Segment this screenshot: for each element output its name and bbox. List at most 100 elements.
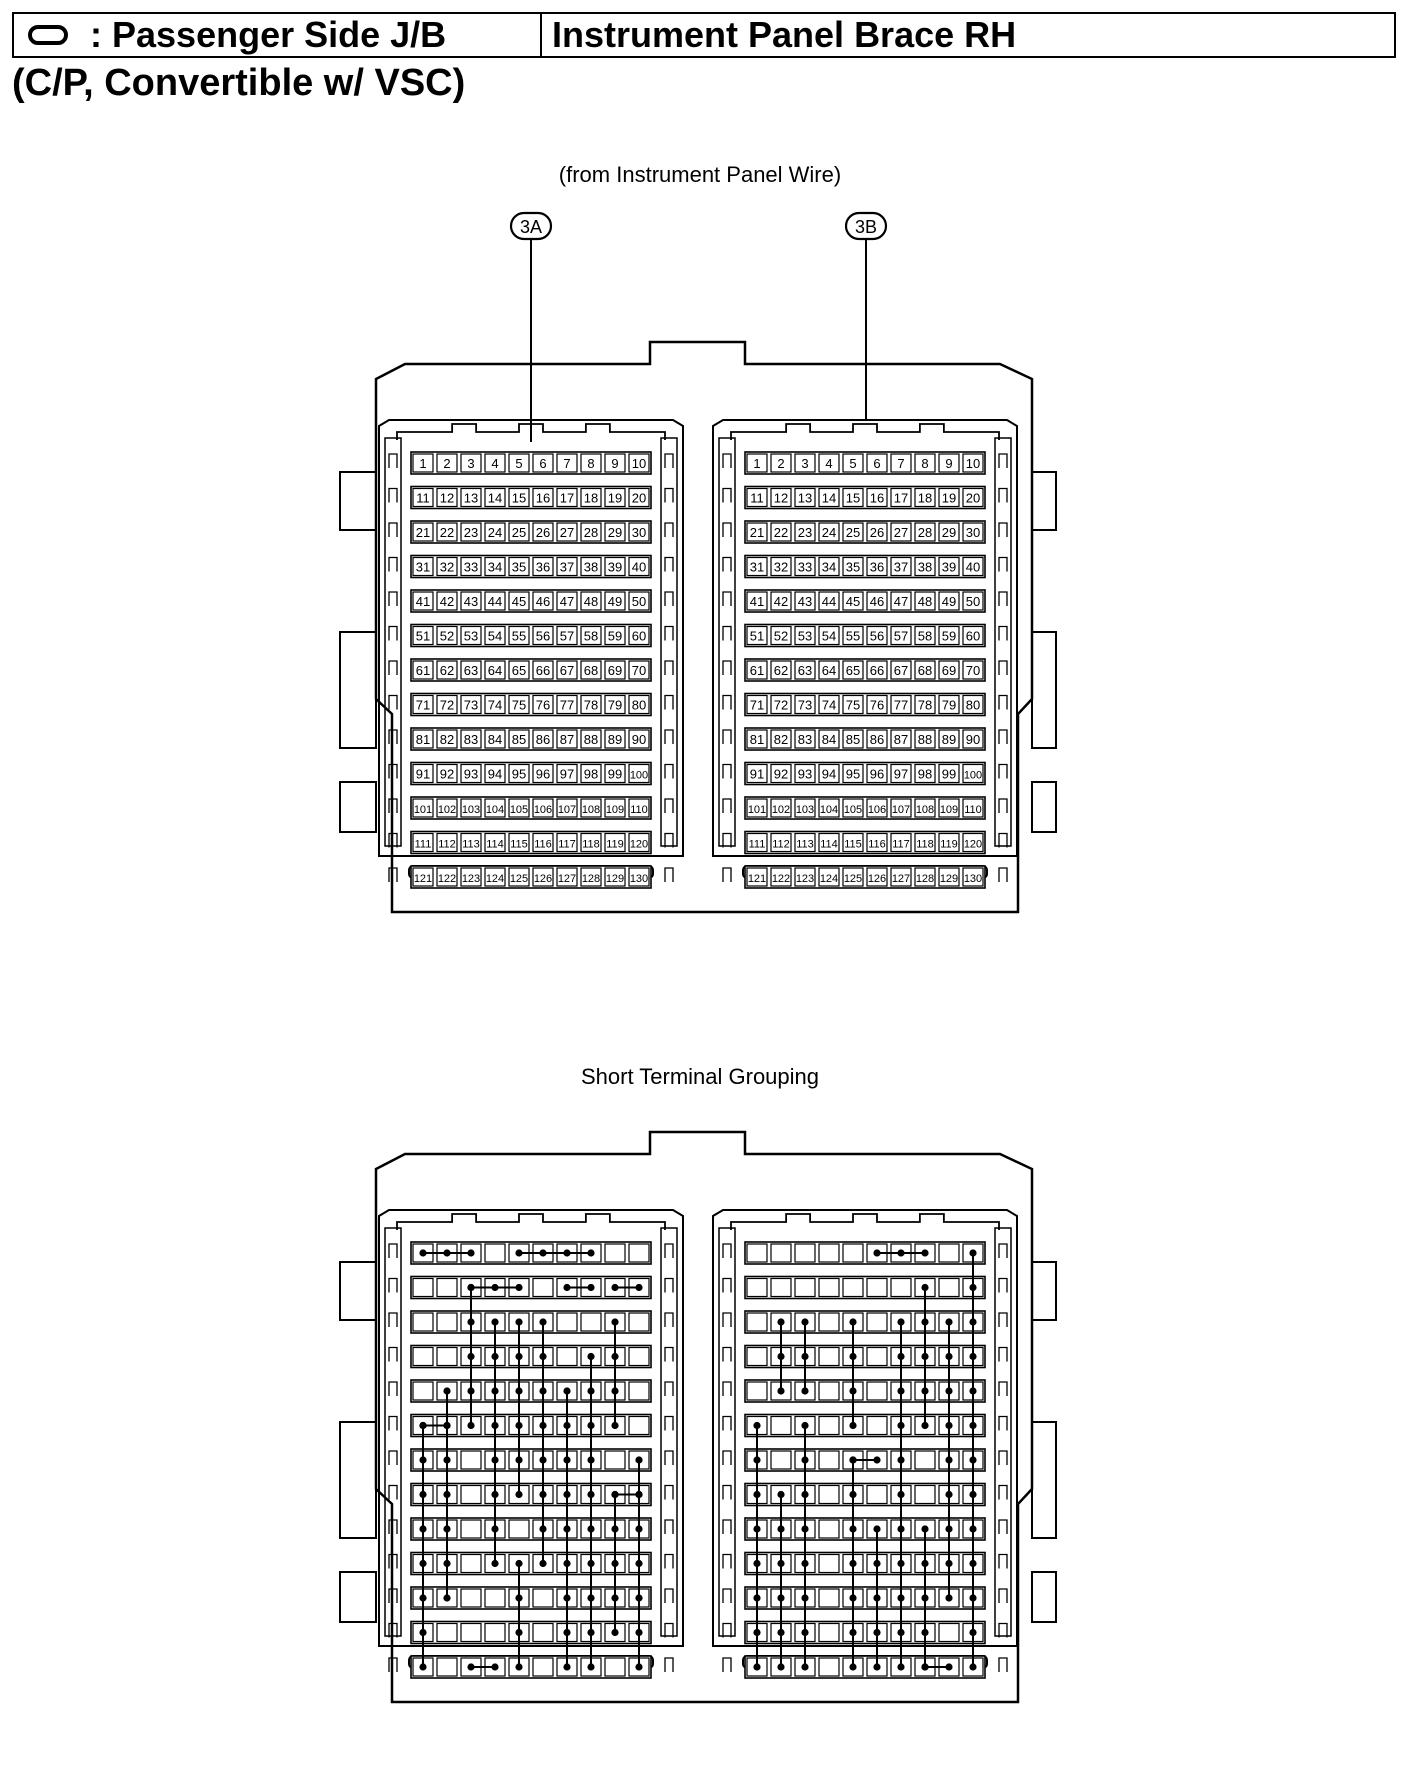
terminal-number: 41 (416, 594, 430, 609)
terminal-number: 90 (966, 732, 980, 747)
short-terminal-dot (491, 1490, 499, 1499)
bottom-guide-hook (664, 1519, 674, 1534)
terminal-cell (842, 694, 864, 715)
terminal-cell (532, 867, 554, 887)
terminal-cell (532, 453, 554, 473)
terminal-number: 90 (632, 732, 646, 747)
short-terminal-dot (443, 1387, 451, 1395)
top-guide-hook (388, 556, 398, 572)
terminal-cell (818, 1484, 840, 1505)
terminal-cell (412, 522, 434, 542)
terminal-cell (794, 1277, 816, 1298)
terminal-cell (794, 453, 816, 473)
short-terminal-dot (419, 1559, 427, 1568)
terminal-cell (818, 1312, 840, 1332)
short-terminal-dot (777, 1663, 785, 1671)
terminal-cell (412, 1277, 434, 1298)
top-guide-hook (998, 556, 1008, 572)
terminal-cell (460, 729, 482, 749)
terminal-cell (866, 1312, 888, 1332)
bottom-guide-hook (388, 1484, 398, 1500)
bottom-guide-hook (998, 1312, 1008, 1327)
terminal-cell (842, 556, 864, 577)
terminal-number: 32 (440, 560, 454, 575)
terminal-cell (412, 1346, 434, 1367)
terminal-cell (794, 660, 816, 680)
terminal-number: 23 (798, 525, 812, 540)
terminal-number: 48 (918, 594, 932, 609)
terminal-number: 108 (916, 804, 934, 816)
terminal-number: 46 (870, 594, 884, 609)
terminal-cell (436, 625, 458, 646)
bottom-guide-hook (664, 1243, 674, 1258)
bottom-guide-hook (998, 1277, 1008, 1293)
terminal-number: 53 (464, 629, 478, 644)
short-terminal-dot (873, 1663, 881, 1671)
short-terminal-dot (969, 1628, 977, 1637)
terminal-cell (484, 694, 506, 715)
terminal-cell (890, 729, 912, 749)
short-terminal-dot (419, 1525, 427, 1533)
bottom-latch-left-2 (339, 1571, 377, 1623)
terminal-number: 54 (822, 629, 836, 644)
short-terminal-dot (897, 1559, 905, 1568)
terminal-cell (962, 729, 984, 749)
terminal-cell (508, 867, 530, 887)
terminal-number: 53 (798, 629, 812, 644)
terminal-cell (794, 867, 816, 887)
terminal-cell (580, 522, 602, 542)
terminal-number: 51 (750, 629, 764, 644)
terminal-number: 130 (964, 873, 982, 885)
terminal-cell (962, 694, 984, 715)
bottom-guide-hook (664, 1484, 674, 1500)
terminal-cell (556, 625, 578, 646)
top-terminal-row (744, 554, 986, 579)
top-guide-hook (388, 832, 398, 848)
short-terminal-dot (897, 1663, 905, 1671)
bottom-guide-hook (388, 1588, 398, 1603)
terminal-cell (412, 729, 434, 749)
terminal-cell (914, 556, 936, 577)
short-terminal-dot (419, 1663, 427, 1671)
terminal-cell (580, 660, 602, 680)
terminal-cell (818, 1553, 840, 1574)
short-terminal-dot (801, 1663, 809, 1671)
terminal-number: 124 (486, 873, 504, 885)
terminal-number: 73 (464, 698, 478, 713)
terminal-cell (412, 625, 434, 646)
top-terminal-row (744, 692, 986, 717)
terminal-cell (628, 591, 650, 611)
terminal-number: 105 (510, 804, 528, 816)
short-terminal-dot (419, 1249, 427, 1257)
short-terminal-dot (945, 1663, 953, 1671)
terminal-cell (412, 1312, 434, 1332)
terminal-cell (770, 832, 792, 853)
short-terminal-dot (921, 1421, 929, 1430)
terminal-number: 36 (870, 560, 884, 575)
short-terminal-dot (563, 1490, 571, 1499)
terminal-number: 50 (632, 594, 646, 609)
short-terminal-dot (849, 1628, 857, 1637)
terminal-cell (746, 556, 768, 577)
short-terminal-dot (563, 1663, 571, 1671)
bottom-view-caption: Short Terminal Grouping (581, 1064, 819, 1089)
terminal-number: 118 (582, 839, 600, 851)
terminal-cell (436, 832, 458, 853)
terminal-cell (628, 453, 650, 473)
short-terminal-dot (873, 1456, 881, 1464)
terminal-cell (938, 660, 960, 680)
terminal-cell (794, 832, 816, 853)
location-label-cell: Instrument Panel Brace RH (542, 14, 1394, 56)
terminal-cell (866, 1277, 888, 1298)
short-terminal-dot (873, 1249, 881, 1257)
short-terminal-dot (969, 1352, 977, 1361)
bottom-latch-right-2 (1031, 1571, 1057, 1623)
short-terminal-dot (515, 1456, 523, 1464)
terminal-number: 112 (772, 839, 790, 851)
short-terminal-dot (491, 1456, 499, 1464)
terminal-cell (890, 798, 912, 818)
terminal-number: 21 (750, 525, 764, 540)
terminal-number: 78 (918, 698, 932, 713)
terminal-cell (818, 1381, 840, 1401)
terminal-cell (962, 453, 984, 473)
